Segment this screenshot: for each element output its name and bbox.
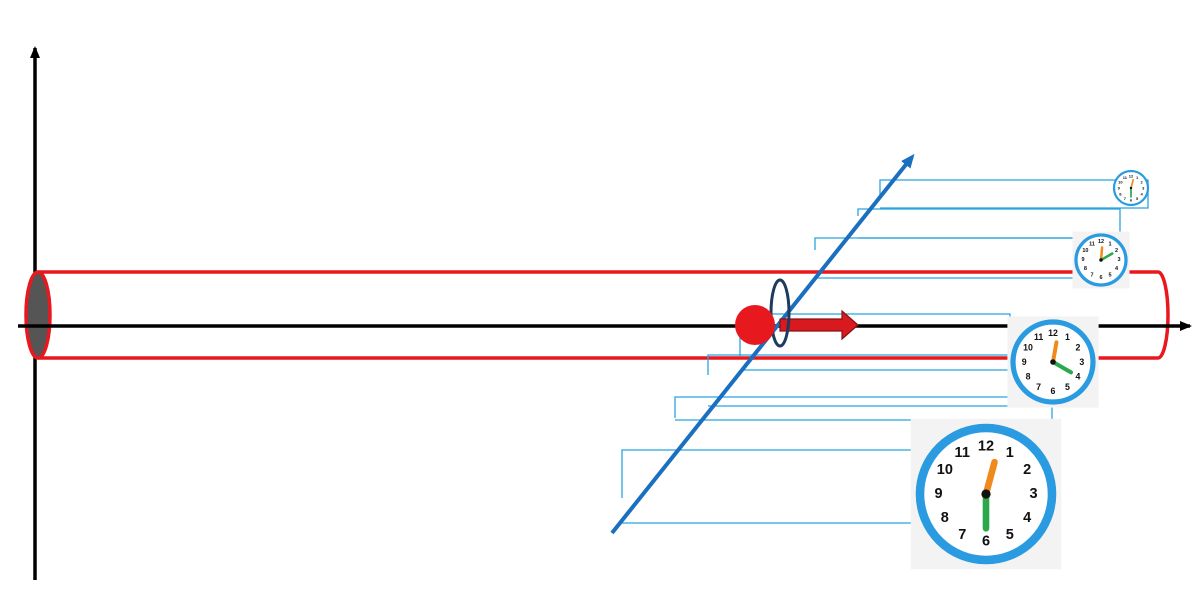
clock-number: 7: [1124, 196, 1127, 201]
clock-number: 6: [982, 534, 990, 550]
clock-number: 11: [1089, 241, 1095, 247]
clock-number: 7: [1090, 273, 1093, 279]
clock-number: 4: [1075, 371, 1080, 381]
clock-number: 12: [1098, 239, 1104, 245]
clock-number: 11: [1034, 332, 1043, 342]
clock-number: 8: [941, 510, 949, 526]
clock-number: 9: [1118, 186, 1121, 191]
clock-number: 2: [1075, 343, 1080, 353]
clock-number: 12: [1129, 173, 1134, 178]
clock-number: 9: [934, 486, 942, 502]
clock-number: 11: [1123, 175, 1128, 180]
clock-number: 3: [1029, 486, 1037, 502]
tube-body: [38, 270, 1170, 360]
hour-hand: [1051, 340, 1059, 364]
clock-number: 4: [1115, 266, 1119, 272]
clock-number: 5: [1065, 382, 1070, 392]
clock-number: 7: [958, 527, 966, 543]
clock-number: 2: [1115, 248, 1118, 254]
clock-number: 7: [1036, 382, 1041, 392]
clock-number: 1: [1108, 241, 1111, 247]
tube: [24, 270, 1170, 360]
hour-hand: [982, 458, 998, 498]
clock-number: 3: [1142, 186, 1145, 191]
tube-end-cap: [24, 270, 52, 360]
clock-number: 5: [1136, 196, 1139, 201]
hour-hand: [1099, 246, 1104, 262]
minute-hand: [1051, 360, 1074, 375]
clock-number: 8: [1119, 192, 1122, 197]
leader-line: [674, 396, 1053, 421]
clock-number: 11: [955, 445, 970, 461]
clock-number: 12: [978, 438, 994, 454]
clock-number: 1: [1006, 445, 1014, 461]
clock-center: [1099, 258, 1103, 262]
clock-number: 5: [1108, 273, 1111, 279]
particle: [735, 305, 775, 345]
leader-line: [621, 449, 917, 524]
diagonal-axis: [610, 153, 915, 535]
clock-number: 4: [1023, 510, 1031, 526]
clock-number: 6: [1099, 275, 1102, 281]
clock-number: 3: [1117, 257, 1120, 263]
clock-number: 10: [1118, 179, 1123, 184]
clock-center: [981, 489, 991, 499]
leader-line: [707, 354, 1031, 407]
minute-hand: [1099, 252, 1114, 262]
clock-number: 9: [1081, 257, 1084, 263]
leader-line: [879, 179, 1149, 209]
clock-number: 9: [1022, 357, 1027, 367]
clock-number: 1: [1136, 175, 1139, 180]
clock-number: 10: [937, 462, 953, 478]
hour-hand: [1130, 178, 1135, 189]
clock-center: [1050, 359, 1056, 365]
clock-number: 1: [1065, 332, 1070, 342]
clock-number: 8: [1026, 371, 1031, 381]
clock-number: 10: [1082, 248, 1088, 254]
clock-number: 6: [1051, 386, 1056, 396]
clock-number: 10: [1023, 343, 1033, 353]
clock-number: 2: [1140, 179, 1143, 184]
clock-number: 3: [1079, 357, 1084, 367]
clock-number: 4: [1140, 192, 1143, 197]
velocity-arrow: [779, 309, 859, 341]
clock-number: 12: [1048, 328, 1058, 338]
clock-number: 2: [1023, 462, 1031, 478]
clock-number: 8: [1084, 266, 1087, 272]
clock-number: 5: [1006, 527, 1014, 543]
clock-number: 6: [1130, 198, 1133, 203]
clock-center: [1129, 186, 1133, 190]
